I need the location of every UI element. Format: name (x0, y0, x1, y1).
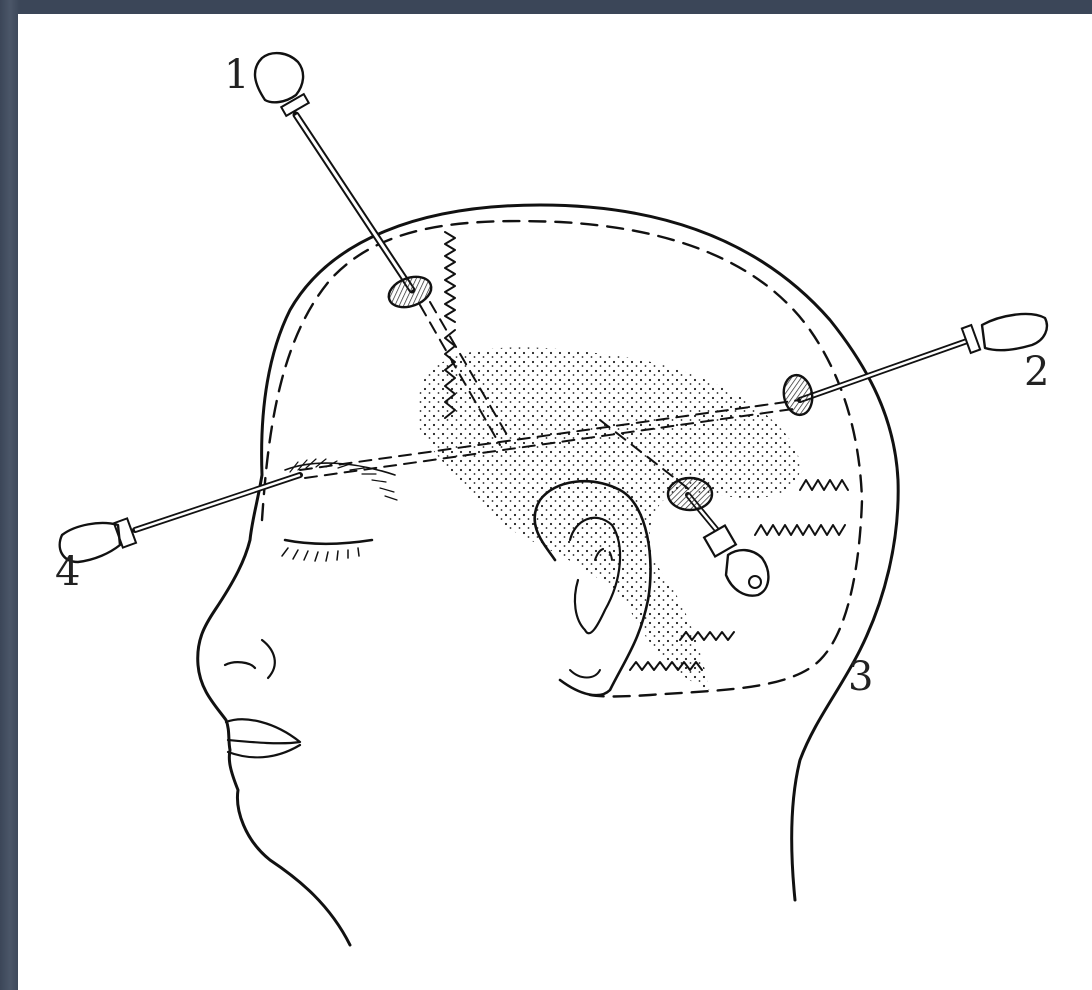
label-1: 1 (224, 52, 249, 98)
nostril (225, 662, 255, 668)
eye (282, 540, 372, 561)
head-outline (198, 205, 898, 945)
label-3: 3 (848, 654, 873, 700)
nose-wing (262, 640, 275, 678)
label-4: 4 (55, 549, 80, 595)
brain-stipple (418, 347, 800, 690)
needle-1: 1 (224, 52, 435, 313)
needle-2: 2 (781, 314, 1050, 417)
label-2: 2 (1024, 349, 1049, 395)
lips (226, 719, 300, 757)
